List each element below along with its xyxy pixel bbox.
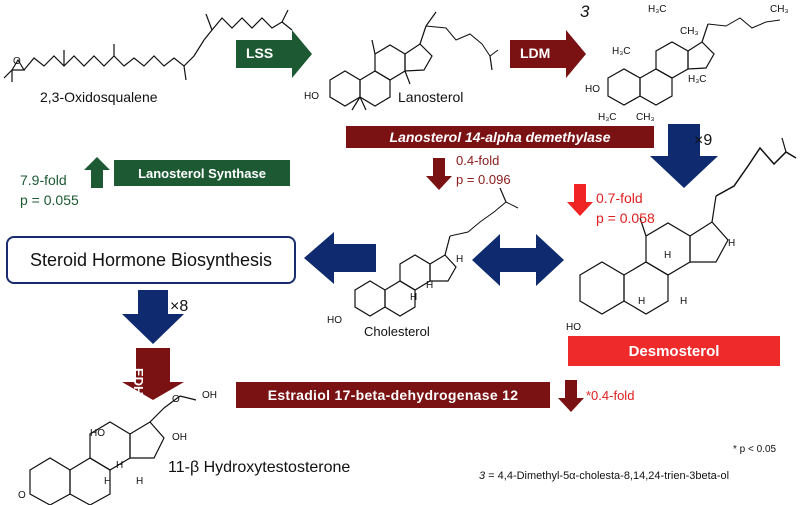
desmosterol-banner-text: Desmosterol xyxy=(628,342,720,360)
compound3-h3c-bottom: H₃C xyxy=(598,112,617,123)
multiplier-x9: ×9 xyxy=(694,132,713,149)
hydroxytestosterone-ho: HO xyxy=(90,428,105,439)
hydroxytestosterone-structure: O HO O OH OH H H H xyxy=(18,390,217,505)
lanosterol-structure: HO xyxy=(304,11,499,111)
desmosterol-h3: H xyxy=(638,296,645,307)
edh-arrow xyxy=(122,348,184,400)
lss-fold: 7.9-fold xyxy=(20,172,67,188)
lss-arrow xyxy=(236,30,312,78)
lss-p: p = 0.055 xyxy=(20,192,79,208)
edh-fold: *0.4-fold xyxy=(586,388,635,403)
cholesterol-structure: HO H H H xyxy=(327,187,519,326)
compound3-label: 3 xyxy=(580,2,590,21)
cholesterol-desmosterol-double-arrow xyxy=(472,234,564,286)
lss-short-label: LSS xyxy=(246,45,274,61)
compound3-h3c-chain: H₃C xyxy=(648,4,667,15)
desmo-small-down-arrow xyxy=(567,184,593,216)
ldm-banner-text: Lanosterol 14-alpha demethylase xyxy=(389,129,611,145)
compound3-ho: HO xyxy=(585,84,600,95)
ldm-arrow xyxy=(510,30,586,78)
lanosterol-label: Lanosterol xyxy=(398,89,464,105)
edh-banner: Estradiol 17-beta-dehydrogenase 12 xyxy=(236,382,550,408)
compound3-footnote-definition: = 4,4-Dimethyl-5α-cholesta-8,14,24-trien… xyxy=(485,470,730,482)
compound3-ch3-bottom: CH₃ xyxy=(636,112,655,123)
compound3-h3c-top: H₃C xyxy=(612,46,631,57)
steroid-down-arrow xyxy=(122,290,184,344)
desmosterol-structure: HO H H H H xyxy=(566,137,797,333)
hydroxytestosterone-oh: OH xyxy=(172,432,187,443)
hydroxytestosterone-label: 11-β Hydroxytestosterone xyxy=(168,459,351,476)
desmo-p: p = 0.058 xyxy=(596,210,655,226)
cholesterol-h2: H xyxy=(410,292,417,303)
cholesterol-h3: H xyxy=(426,280,433,291)
edh-banner-text: Estradiol 17-beta-dehydrogenase 12 xyxy=(267,387,519,403)
desmosterol-ho: HO xyxy=(566,322,581,333)
hydroxytestosterone-oh-top: OH xyxy=(202,390,217,401)
hydroxytestosterone-h3: H xyxy=(136,476,143,487)
edh-small-down-arrow xyxy=(558,380,584,412)
epoxide-oxygen: O xyxy=(13,56,21,67)
cholesterol-label: Cholesterol xyxy=(364,324,430,339)
lanosterol-ho: HO xyxy=(304,91,319,102)
hydroxytestosterone-o-ketone: O xyxy=(172,394,180,405)
oxidosqualene-label: 2,3-Oxidosqualene xyxy=(40,89,158,105)
ldm-banner: Lanosterol 14-alpha demethylase xyxy=(346,126,654,148)
multiplier-x8: ×8 xyxy=(170,298,189,315)
desmosterol-h2: H xyxy=(664,250,671,261)
desmosterol-h1: H xyxy=(728,238,735,249)
hydroxytestosterone-h2: H xyxy=(104,476,111,487)
desmo-fold: 0.7-fold xyxy=(596,190,643,206)
ldm-down-arrow xyxy=(650,124,718,188)
compound3-structure: HO H₃C H₃C CH₃ CH₃ H₃C CH₃ H₃C xyxy=(585,4,789,123)
oxidosqualene-structure: O xyxy=(3,9,293,82)
lss-banner-text: Lanosterol Synthase xyxy=(138,165,266,181)
compound3-h3c-right: H₃C xyxy=(688,74,707,85)
ldm-p: p = 0.096 xyxy=(456,172,511,187)
significance-footnote: * p < 0.05 xyxy=(733,444,777,455)
compound3-footnote-number: 3 xyxy=(479,470,486,482)
desmosterol-h4: H xyxy=(680,296,687,307)
hydroxytestosterone-h1: H xyxy=(116,460,123,471)
ldm-short-label: LDM xyxy=(520,45,551,61)
cholesterol-h1: H xyxy=(456,254,463,265)
edh-short-label: EDH xyxy=(131,368,146,396)
cholesterol-to-steroid-arrow xyxy=(304,232,376,284)
steroid-hormone-box: Steroid Hormone Biosynthesis xyxy=(6,236,296,284)
compound3-footnote: 3 = 4,4-Dimethyl-5α-cholesta-8,14,24-tri… xyxy=(479,470,729,482)
compound3-ch3-mid: CH₃ xyxy=(680,26,699,37)
steroid-hormone-label: Steroid Hormone Biosynthesis xyxy=(29,249,273,270)
lss-banner: Lanosterol Synthase xyxy=(114,160,290,186)
ldm-fold: 0.4-fold xyxy=(456,153,500,168)
desmosterol-banner: Desmosterol xyxy=(568,336,780,366)
lss-up-arrow xyxy=(84,157,110,188)
compound3-ch3-end: CH₃ xyxy=(770,4,789,15)
cholesterol-ho: HO xyxy=(327,315,342,326)
hydroxytestosterone-o: O xyxy=(18,490,26,501)
ldm-small-down-arrow xyxy=(426,158,452,190)
